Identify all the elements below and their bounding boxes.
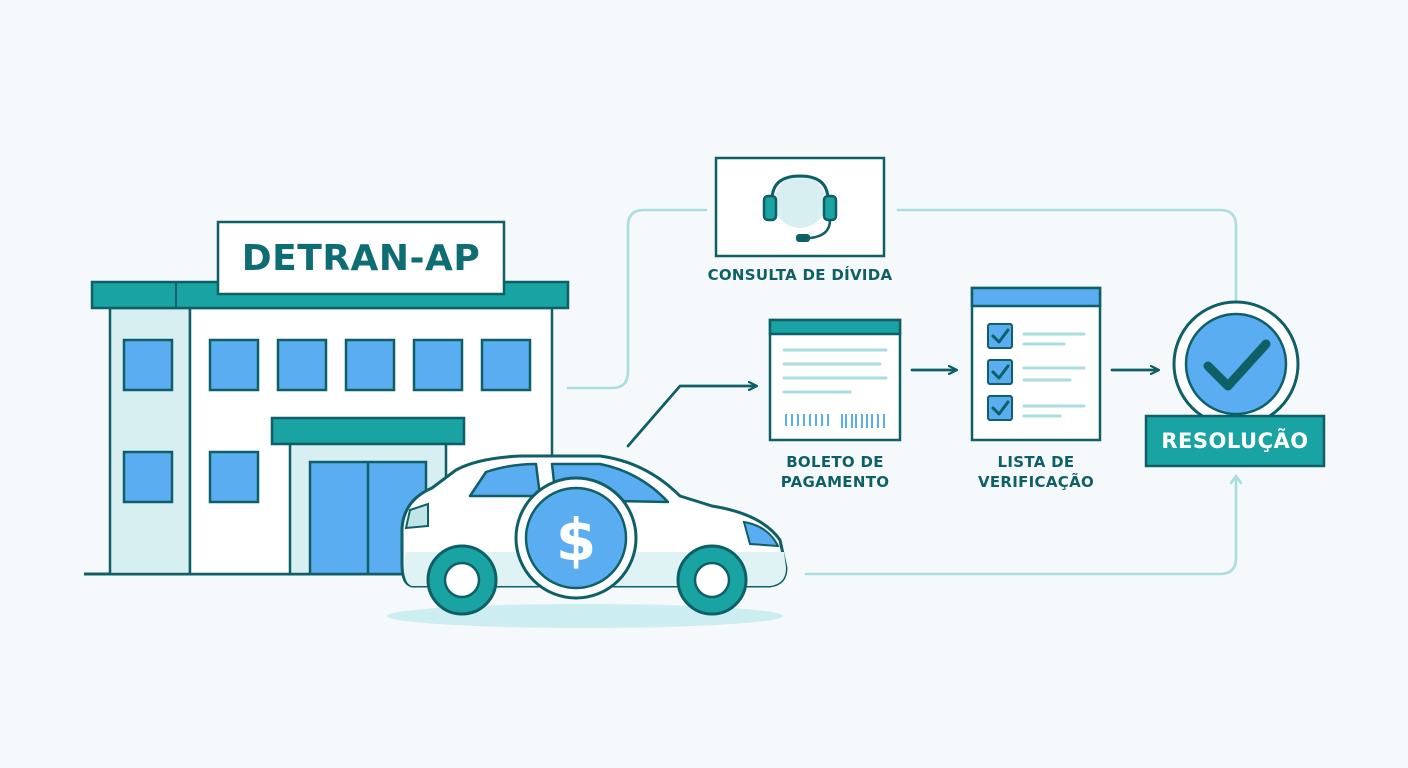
entrance-canopy xyxy=(270,416,466,446)
car-wheel-front xyxy=(676,544,748,616)
boleto-label: BOLETO DE PAGAMENTO xyxy=(760,452,910,492)
checkmark-icon xyxy=(1172,300,1300,428)
boleto-document-icon xyxy=(768,318,902,442)
headset-icon xyxy=(762,174,838,242)
resolucao-label: RESOLUÇÃO xyxy=(1161,429,1309,453)
flow-arrows xyxy=(626,370,1158,448)
car-shadow xyxy=(387,604,783,628)
car-wheel-rear xyxy=(426,544,498,616)
dollar-icon: $ xyxy=(514,476,638,600)
connector-building-to-consulta xyxy=(566,208,708,390)
lista-label-line2: VERIFICAÇÃO xyxy=(977,473,1095,491)
consulta-label: CONSULTA DE DÍVIDA xyxy=(690,266,910,284)
building-sign-board xyxy=(216,220,506,296)
boleto-label-line2: PAGAMENTO xyxy=(780,473,890,491)
consulta-label-text: CONSULTA DE DÍVIDA xyxy=(707,266,893,284)
connector-consulta-to-resolucao xyxy=(896,208,1238,302)
svg-text:$: $ xyxy=(556,506,596,574)
car-illustration: $ xyxy=(387,454,788,628)
barcode-icon xyxy=(785,414,885,428)
car-taillight xyxy=(404,502,429,530)
checkbox-checked-icon xyxy=(987,359,1013,385)
lista-label: LISTA DE VERIFICAÇÃO xyxy=(956,452,1116,492)
resolucao-badge: RESOLUÇÃO xyxy=(1146,416,1324,466)
boleto-label-line1: BOLETO DE xyxy=(786,453,884,471)
lista-label-line1: LISTA DE xyxy=(997,453,1075,471)
car-window-rear xyxy=(468,462,542,498)
connector-lines xyxy=(566,208,1243,576)
checklist-document-icon xyxy=(970,286,1102,442)
connector-car-to-resolucao xyxy=(804,474,1243,576)
checkbox-checked-icon xyxy=(987,395,1013,421)
resolucao-badge-bg xyxy=(1144,414,1326,468)
building-windows xyxy=(122,338,532,504)
car-headlight xyxy=(742,520,780,548)
checkbox-checked-icon xyxy=(987,323,1013,349)
consulta-step xyxy=(714,156,886,258)
arrow-car-to-boleto xyxy=(626,386,756,448)
detran-sign-text: DETRAN-AP xyxy=(241,237,481,279)
